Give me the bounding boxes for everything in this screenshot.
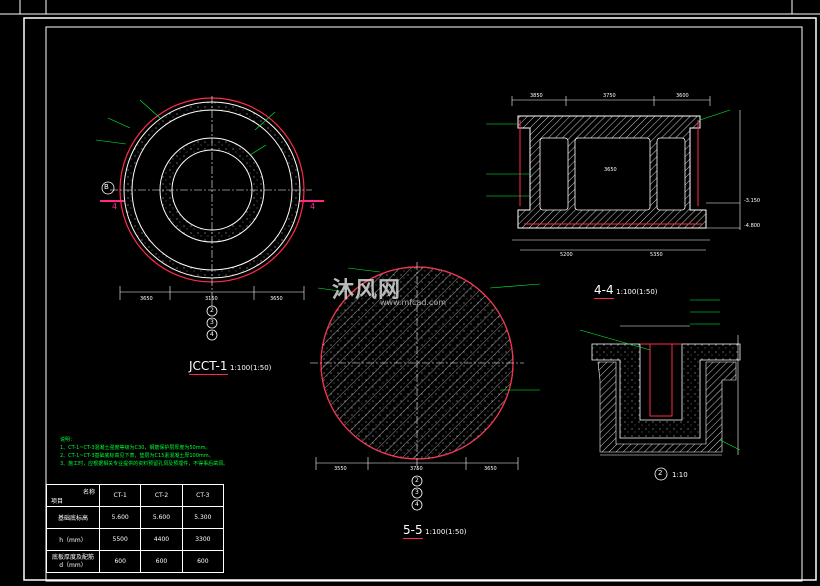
s55-dim-3: 3650: [484, 466, 497, 472]
section-mark-left: 4: [112, 202, 118, 211]
s44-elev-1: -3.150: [744, 198, 761, 204]
s55-dim-1: 3550: [334, 466, 347, 472]
general-notes: 说明： 1、CT-1~CT-3混凝土强度等级为C30，钢筋保护层厚度为50mm。…: [60, 436, 320, 468]
s44-dim-top-2: 3750: [603, 93, 616, 99]
section-5-5: [310, 262, 541, 511]
plan-grid-4: 4: [210, 331, 214, 338]
table-cell: 600: [98, 550, 142, 573]
row-label: 基础底标高: [46, 506, 100, 529]
s55-grid-4: 4: [415, 501, 419, 508]
plan-title: JCCT-1 1:100(1:50): [189, 359, 272, 375]
s44-dim-top-3: 3600: [676, 93, 689, 99]
table-row: 底板厚度及配筋 d（mm） 600 600 600: [46, 550, 225, 573]
table-cell: 5.300: [181, 506, 225, 529]
table-row: h（mm） 5500 4400 3300: [46, 528, 225, 551]
plan-grid-3: 3: [210, 319, 214, 326]
watermark-url: www.mfcad.com: [380, 298, 447, 307]
section-mark-right: 4: [310, 202, 316, 211]
section55-scale: 1:100(1:50): [425, 528, 467, 536]
col-header-ct1: CT-1: [98, 484, 142, 507]
section44-title-text: 4-4: [594, 283, 614, 299]
foundation-schedule-table: 名称 项目 CT-1 CT-2 CT-3 基础底标高 5.600 5.600 5…: [46, 484, 225, 573]
s55-dim-2: 3750: [410, 466, 423, 472]
table-cell: 4400: [140, 528, 183, 551]
s44-dim-bot-2: 5350: [650, 252, 663, 258]
notes-heading: 说明：: [60, 437, 76, 443]
plan-dim-3: 3650: [270, 296, 283, 302]
s44-dim-top-1: 3850: [530, 93, 543, 99]
detail-2: [579, 299, 741, 481]
row-label: 底板厚度及配筋 d（mm）: [46, 550, 100, 573]
plan-title-text: JCCT-1: [189, 359, 228, 375]
table-cell: 5.600: [140, 506, 183, 529]
table-cell: 600: [181, 550, 225, 573]
detail-number: 2: [658, 469, 663, 477]
table-row: 基础底标高 5.600 5.600 5.300: [46, 506, 225, 529]
section44-scale: 1:100(1:50): [616, 288, 658, 296]
s55-grid-3: 3: [415, 489, 419, 496]
corner-bottom: 项目: [51, 497, 64, 505]
notes-line-1: 1、CT-1~CT-3混凝土强度等级为C30，钢筋保护层厚度为50mm。: [60, 445, 211, 451]
plan-dim-1: 3650: [140, 296, 153, 302]
s55-grid-2: 2: [415, 477, 419, 484]
s44-dim-bot-1: 5200: [560, 252, 573, 258]
plan-grid-2: 2: [210, 307, 214, 314]
row-label: h（mm）: [46, 528, 100, 551]
table-cell: 3300: [181, 528, 225, 551]
plan-scale: 1:100(1:50): [230, 364, 272, 372]
section55-title-text: 5-5: [403, 523, 423, 539]
axis-bubble-b: B: [104, 183, 109, 191]
section55-title: 5-5 1:100(1:50): [403, 523, 467, 539]
section44-title: 4-4 1:100(1:50): [594, 283, 658, 299]
table-corner-cell: 名称 项目: [46, 484, 100, 507]
plan-dim-2: 3150: [205, 296, 218, 302]
notes-line-3: 3、施工时，应根据相关专业提供的资料预留孔洞及预埋件，不得事后凿洞。: [60, 461, 229, 467]
plan-view-jcct1: [95, 96, 324, 341]
table-row: 名称 项目 CT-1 CT-2 CT-3: [46, 484, 225, 507]
watermark-logo-text: 沐风网: [332, 278, 402, 303]
table-cell: 600: [140, 550, 183, 573]
notes-line-2: 2、CT-1~CT-3基础底标高见下表，垫层为C15素混凝土厚100mm。: [60, 453, 214, 459]
table-cell: 5500: [98, 528, 142, 551]
detail-scale: 1:10: [672, 471, 688, 479]
s44-dim-mid: 3650: [604, 167, 617, 173]
col-header-ct2: CT-2: [140, 484, 183, 507]
s44-elev-2: -4.800: [744, 223, 761, 229]
section-4-4: [486, 96, 741, 251]
table-cell: 5.600: [98, 506, 142, 529]
col-header-ct3: CT-3: [181, 484, 225, 507]
corner-top: 名称: [82, 488, 95, 496]
